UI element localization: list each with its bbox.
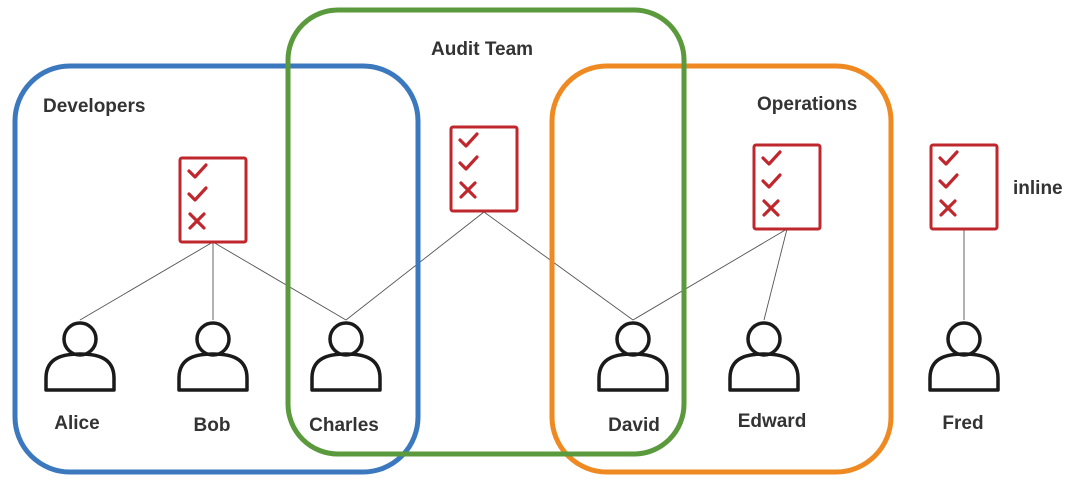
group-audit-team-label: Audit Team (431, 39, 533, 60)
user-name-charles: Charles (309, 415, 379, 436)
user-icon (44, 321, 116, 392)
connector-developers-charles (212, 241, 347, 321)
policy-document-icon (929, 143, 999, 231)
user-icon (597, 321, 669, 392)
user-icon (928, 321, 1000, 392)
connector-operations-david (632, 228, 788, 321)
group-operations-label: Operations (757, 94, 857, 115)
user-name-fred: Fred (942, 413, 983, 434)
connectors (79, 211, 965, 321)
user-name-edward: Edward (738, 411, 807, 432)
connector-audit-charles (345, 211, 485, 321)
user-icon (728, 321, 800, 392)
inline-policy-label: inline (1013, 178, 1063, 199)
user-icon (177, 321, 249, 392)
policy-document-icon (752, 143, 822, 231)
user-name-david: David (608, 415, 660, 436)
connector-operations-edward (763, 228, 788, 321)
user-name-alice: Alice (54, 413, 99, 434)
connector-audit-david (483, 211, 634, 321)
policy-document-icon (178, 156, 248, 244)
policy-document-icon (449, 125, 519, 213)
user-name-bob: Bob (194, 415, 231, 436)
user-icon (310, 321, 382, 392)
group-audit-team-boundary (285, 7, 687, 457)
group-developers-label: Developers (43, 96, 145, 117)
group-operations-boundary (549, 63, 894, 475)
connector-developers-alice (79, 241, 214, 321)
group-developers-boundary (12, 63, 421, 475)
